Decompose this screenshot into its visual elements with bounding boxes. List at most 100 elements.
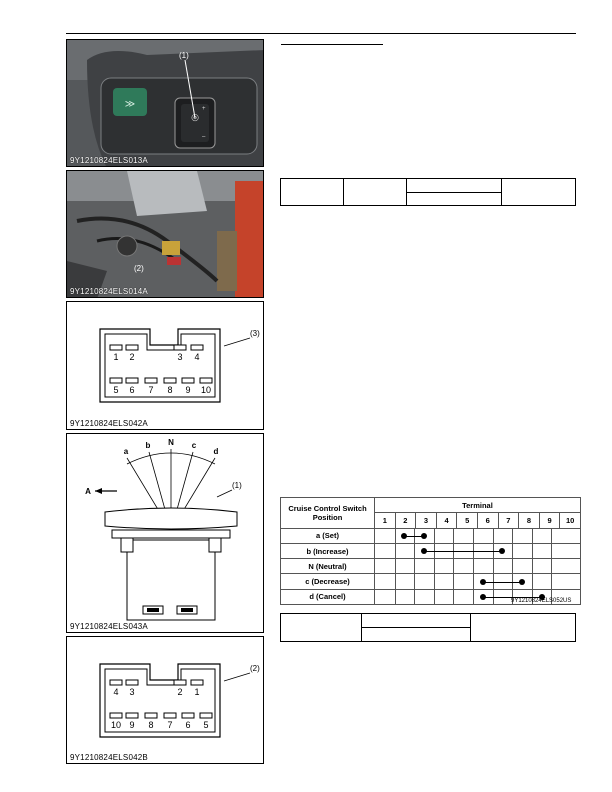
- figure-caption: 9Y1210824ELS014A: [70, 287, 148, 296]
- figure-caption: 9Y1210824ELS013A: [70, 156, 148, 165]
- position-label-b: b: [146, 441, 151, 450]
- pin-slot: [181, 712, 195, 719]
- pin-number: 2: [177, 687, 182, 697]
- green-switch: [113, 88, 147, 116]
- terminal-number: 4: [435, 512, 458, 529]
- pin-number: 2: [129, 352, 134, 362]
- wiring-photo-illustration: [67, 171, 263, 297]
- continuity-dot: [479, 578, 486, 585]
- pin-number: 3: [129, 687, 134, 697]
- table-row: d (Cancel): [280, 588, 581, 606]
- pin-slot: [125, 377, 139, 384]
- pin-number: 4: [113, 687, 118, 697]
- pin-slot: [199, 712, 213, 719]
- pin-number: 4: [194, 352, 199, 362]
- pin-number: 1: [113, 352, 118, 362]
- pin-number: 5: [113, 385, 118, 395]
- terminal-number: 7: [497, 512, 520, 529]
- pin-slot: [144, 712, 158, 719]
- continuity-line: [482, 596, 542, 598]
- terminal-number: 2: [394, 512, 417, 529]
- pin-slot: [199, 377, 213, 384]
- continuity-cell: [374, 588, 581, 606]
- continuity-line: [424, 551, 503, 553]
- pin-slot: [125, 679, 139, 686]
- pin-slot: [190, 344, 204, 351]
- pin-slot: [125, 712, 139, 719]
- terminal-header: Terminal: [374, 496, 581, 514]
- terminal-number: 6: [476, 512, 499, 529]
- pin-slot: [125, 344, 139, 351]
- pin-number: 6: [129, 385, 134, 395]
- table-row: N (Neutral): [280, 558, 581, 575]
- terminal-number: 9: [538, 512, 561, 529]
- terminal-number: 10: [559, 512, 581, 529]
- continuity-dot: [519, 578, 525, 585]
- pin-slot: [190, 679, 204, 686]
- callout-label: (1): [179, 51, 189, 60]
- position-label-n: N: [168, 438, 174, 447]
- switch-position-diagram: a b N c d A: [85, 438, 238, 621]
- position-label-a: a: [124, 447, 129, 456]
- continuity-dot: [538, 593, 545, 600]
- callout-label: (2): [134, 264, 144, 273]
- header-rule: [66, 33, 576, 34]
- svg-text:–: –: [202, 134, 206, 140]
- position-header: Cruise Control Switch Position: [280, 497, 375, 529]
- pin-slot: [173, 344, 187, 351]
- pin-number: 10: [111, 720, 121, 730]
- pin-number: 9: [185, 385, 190, 395]
- terminal-number: 3: [415, 512, 437, 529]
- switch-position-label: N (Neutral): [280, 558, 375, 575]
- pin-slot: [109, 377, 123, 384]
- continuity-cell: [374, 558, 581, 575]
- figure-switch-photo: ≫ ◎ + – (1) 9Y1210824ELS013A: [66, 39, 264, 167]
- table-row: a (Set): [280, 527, 581, 544]
- pin-slot: [144, 377, 158, 384]
- figure-caption: 9Y1210824ELS042A: [70, 419, 148, 428]
- figure-wiring-photo: (2) 9Y1210824ELS014A: [66, 170, 264, 298]
- blank-measurement-table-1: [280, 178, 576, 206]
- terminal-number: 8: [518, 512, 540, 529]
- switch-position-label: d (Cancel): [280, 588, 375, 606]
- terminal-number: 1: [374, 512, 396, 529]
- svg-text:◎: ◎: [191, 113, 199, 123]
- continuity-cell: [374, 573, 581, 590]
- table-caption: 9Y1210824ELS052US: [511, 598, 572, 604]
- pin-number: 6: [185, 720, 190, 730]
- pin-slot: [163, 377, 177, 384]
- continuity-dot: [479, 593, 486, 600]
- switch-position-label: c (Decrease): [280, 573, 375, 590]
- pin-slot: [173, 679, 187, 686]
- section-title-rule: [281, 44, 383, 45]
- switch-position-label: a (Set): [280, 527, 375, 544]
- switch-continuity-table: Cruise Control Switch Position Terminal …: [280, 496, 581, 606]
- pin-number: 1: [194, 687, 199, 697]
- pin-number: 7: [148, 385, 153, 395]
- table-row: c (Decrease): [280, 573, 581, 590]
- continuity-line: [404, 535, 424, 537]
- pin-slot: [181, 377, 195, 384]
- switch-photo-illustration: ≫ ◎ + –: [67, 40, 263, 166]
- svg-text:+: +: [202, 106, 206, 112]
- pin-slot: [109, 344, 123, 351]
- position-label-c: c: [192, 441, 197, 450]
- continuity-cell: [374, 542, 581, 560]
- figure-switch-positions: a b N c d A (1) 9Y1210824ELS043A: [66, 433, 264, 633]
- pin-number: 3: [177, 352, 182, 362]
- callout-label: (1): [232, 481, 242, 490]
- callout-label: (3): [250, 329, 260, 338]
- blank-measurement-table-2: [280, 613, 576, 642]
- continuity-cell: [374, 527, 581, 544]
- continuity-line: [482, 581, 522, 583]
- pin-slot: [109, 679, 123, 686]
- continuity-dot: [401, 532, 408, 539]
- continuity-dot: [421, 548, 427, 555]
- pin-number: 5: [203, 720, 208, 730]
- switch-position-label: b (Increase): [280, 542, 375, 560]
- pin-number: 10: [201, 385, 211, 395]
